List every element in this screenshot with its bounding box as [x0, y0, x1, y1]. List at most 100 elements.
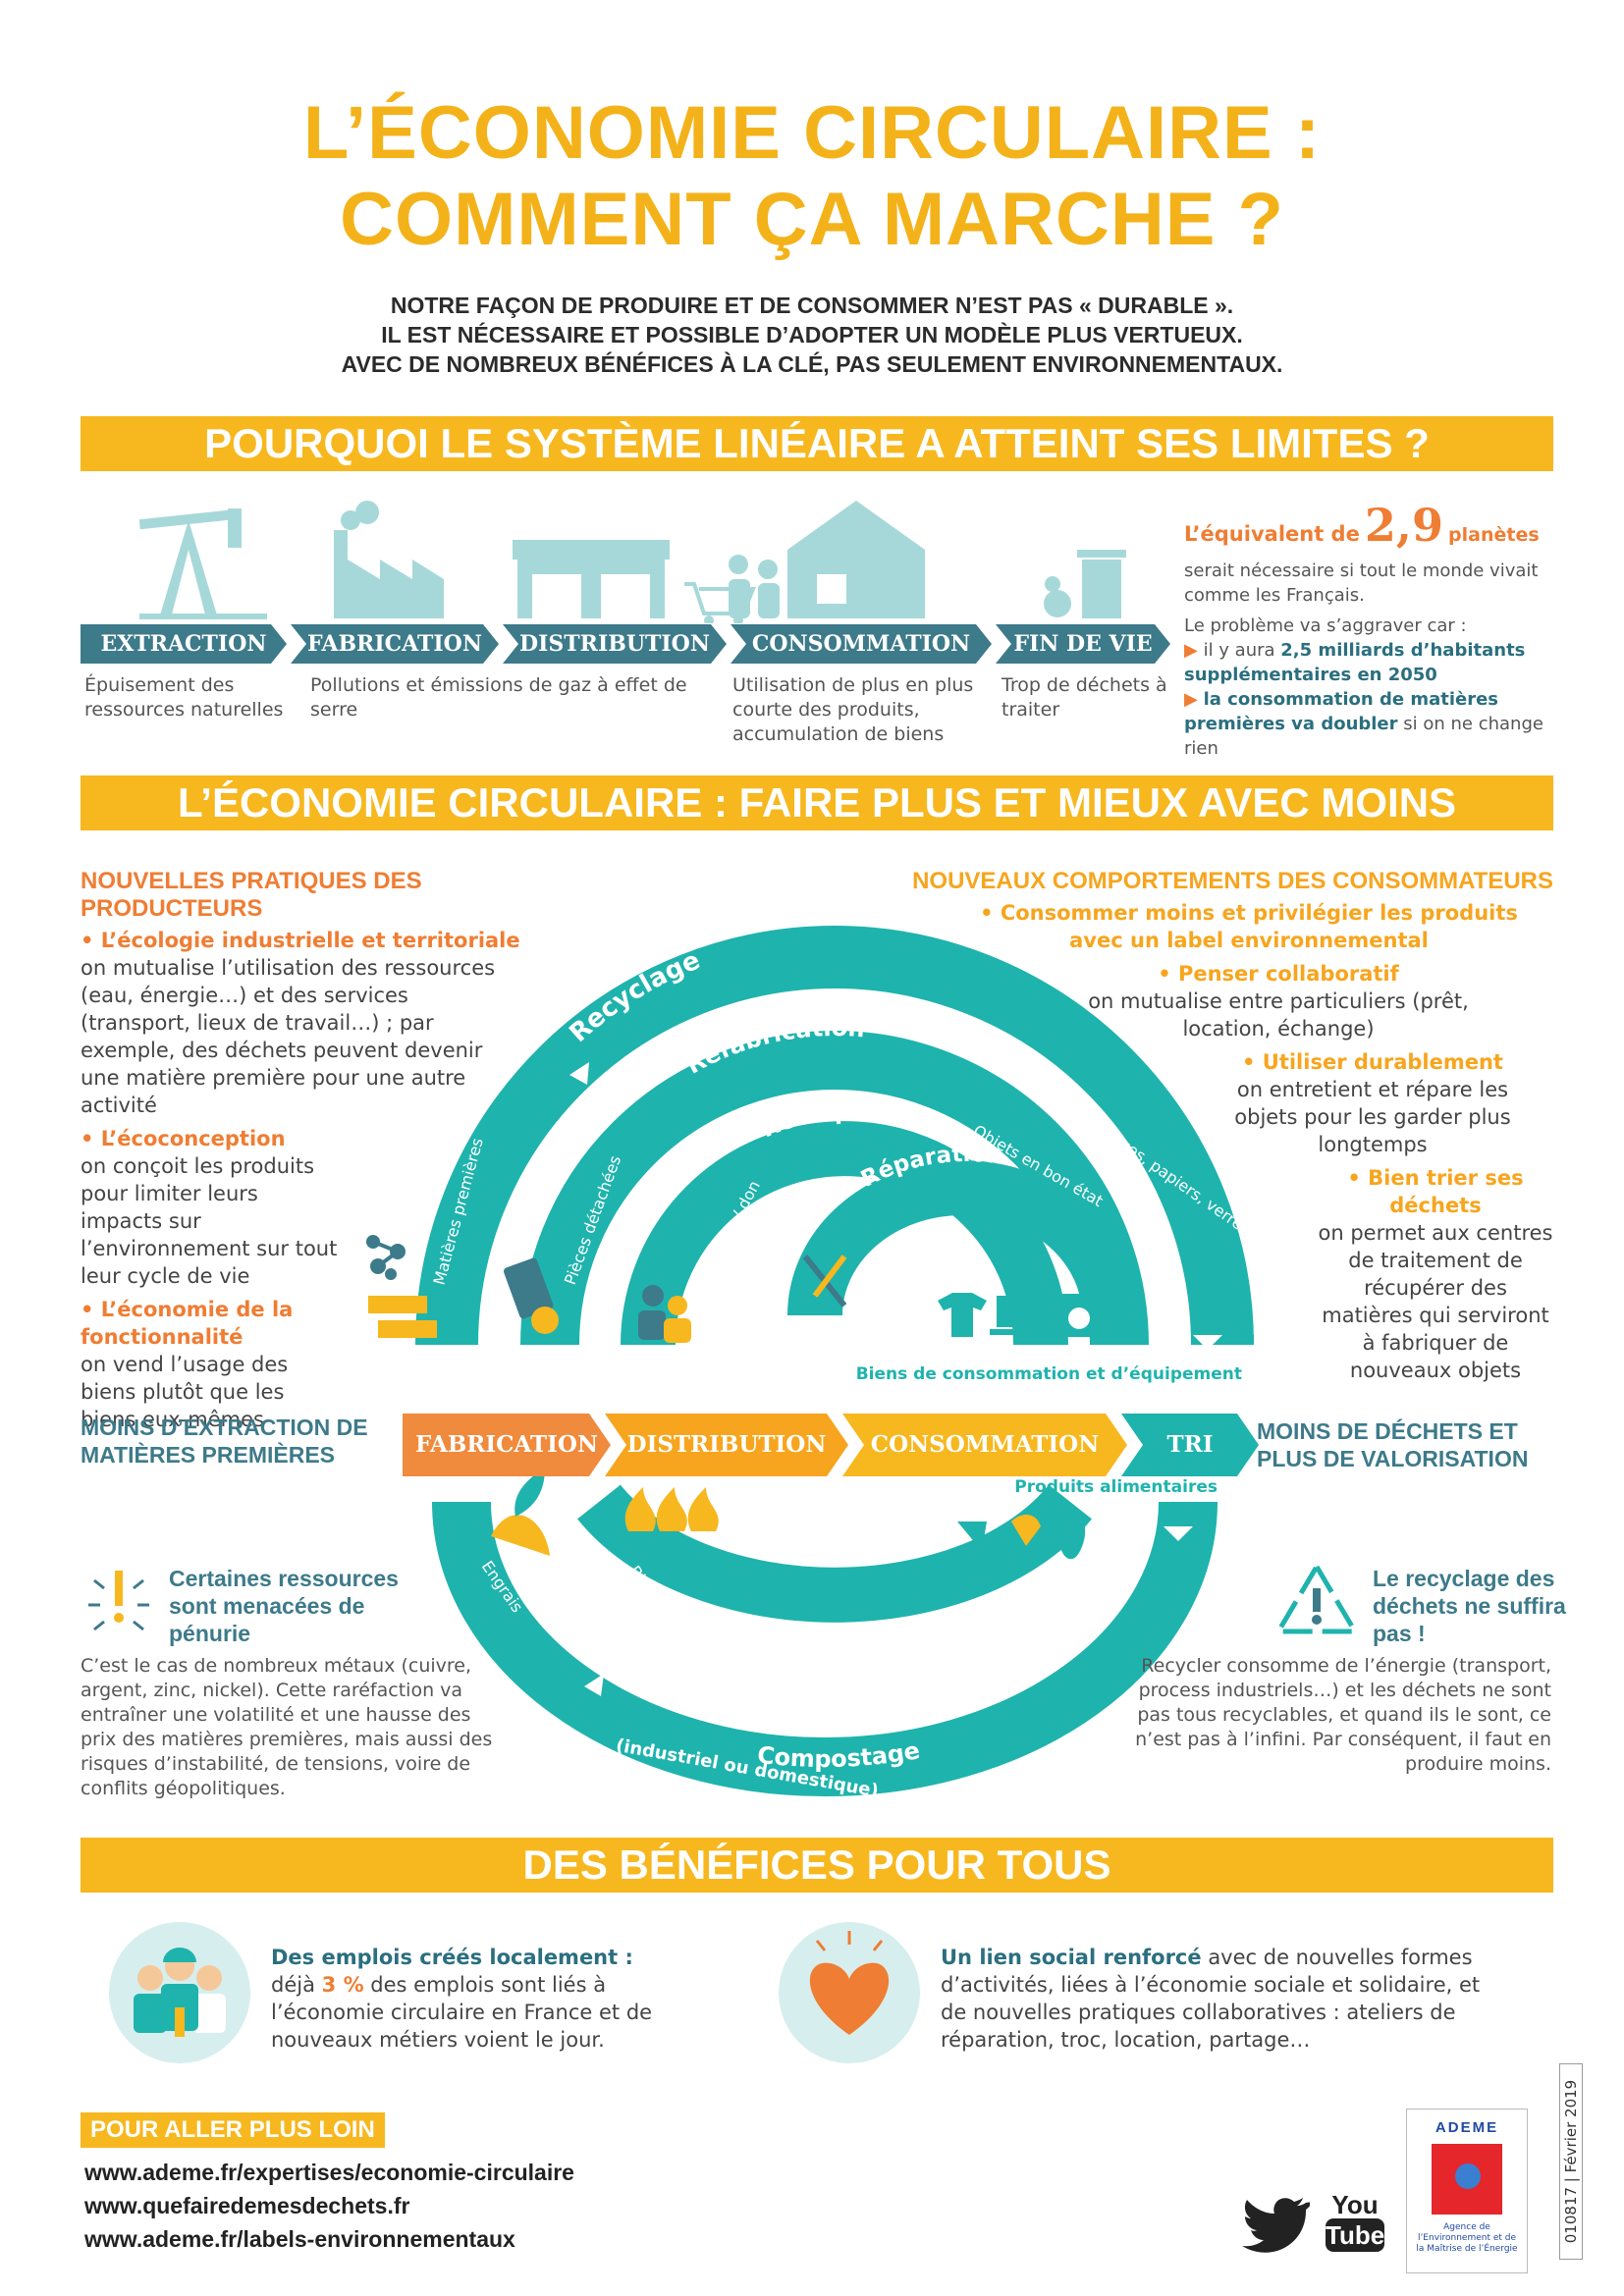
- step-extraction-desc: Épuisement des ressources naturelles: [84, 674, 284, 721]
- benefit-jobs: Des emplois créés localement : déjà 3 % …: [271, 1946, 653, 2052]
- consumer-item-4-title: Bien trier ses déchets: [1368, 1166, 1524, 1217]
- youtube-icon[interactable]: You Tube: [1326, 2190, 1385, 2252]
- flow-fabrication: FABRICATION: [403, 1414, 611, 1476]
- step-fabrication: FABRICATION: [291, 624, 499, 664]
- consumer-item-2-title: Penser collaboratif: [1177, 962, 1399, 986]
- heart-icon: [779, 1922, 920, 2063]
- step-extraction: EXTRACTION: [81, 624, 287, 664]
- section-band-linear: POURQUOI LE SYSTÈME LINÉAIRE A ATTEINT S…: [81, 416, 1553, 471]
- link-economie-circulaire[interactable]: www.ademe.fr/expertises/economie-circula…: [84, 2160, 574, 2185]
- right-label: MOINS DE DÉCHETS ET PLUS DE VALORISATION: [1257, 1418, 1529, 1471]
- consumers-column: NOUVEAUX COMPORTEMENTS DES CONSOMMATEURS…: [893, 868, 1553, 1384]
- people-icon: [638, 1285, 691, 1343]
- oil-pump-icon: [138, 508, 267, 619]
- page-title-line1: L’ÉCONOMIE CIRCULAIRE :: [302, 91, 1322, 175]
- molecule-icon: [366, 1235, 406, 1280]
- intro-line2: IL EST NÉCESSAIRE ET POSSIBLE D’ADOPTER …: [381, 322, 1243, 347]
- planet-text: serait nécessaire si tout le monde vivai…: [1184, 561, 1539, 606]
- arrow-icon: ▶: [1184, 689, 1198, 710]
- arrow-icon: ▶: [1184, 640, 1198, 661]
- flow-consommation: CONSOMMATION: [842, 1414, 1127, 1476]
- step-consommation: CONSOMMATION: [731, 624, 992, 664]
- arrow-left-icon: [687, 1129, 707, 1150]
- arc-reparation: [787, 1160, 1137, 1316]
- producers-heading: NOUVELLES PRATIQUES DES PRODUCTEURS: [81, 868, 422, 922]
- producer-item-1-title: L’écologie industrielle et territoriale: [100, 929, 520, 952]
- step-distribution: DISTRIBUTION: [503, 624, 727, 664]
- step-fabrication-desc: Pollutions et émissions de gaz à effet d…: [310, 674, 687, 721]
- family-house-icon: [729, 501, 925, 618]
- producer-item-2-text: on conçoit les produits pour limiter leu…: [81, 1154, 338, 1288]
- diagram-icons: [366, 1235, 1098, 1560]
- link-quefairedemesdechets[interactable]: www.quefairedemesdechets.fr: [84, 2193, 410, 2218]
- step-fin-de-vie-desc: Trop de déchets à traiter: [1001, 674, 1167, 721]
- right-note-text: Recycler consomme de l’énergie (transpor…: [1135, 1655, 1551, 1775]
- right-note-title: Le recyclage des déchets ne suffira pas …: [1373, 1566, 1566, 1646]
- arrow-down-icon: [1164, 1526, 1193, 1541]
- goods-icon: [938, 1293, 1098, 1337]
- ademe-logo-mark: [1432, 2144, 1502, 2215]
- arrow-left-icon: [707, 1620, 727, 1641]
- consumer-item-1-title: Consommer moins et privilégier les produ…: [1000, 901, 1518, 952]
- step-fin-de-vie: FIN DE VIE: [996, 624, 1170, 664]
- twitter-icon[interactable]: [1239, 2195, 1310, 2254]
- phone-parts-icon: [503, 1257, 559, 1334]
- left-note-text: C’est le cas de nombreux métaux (cuivre,…: [81, 1655, 493, 1799]
- arc-reemploi: [621, 1121, 1068, 1346]
- arrow-left-icon: [569, 1062, 589, 1085]
- section-band-circular: L’ÉCONOMIE CIRCULAIRE : FAIRE PLUS ET MI…: [81, 775, 1553, 830]
- arc-compostage: [432, 1501, 1218, 1796]
- ref-code: 010817 | Février 2019: [1551, 2061, 1591, 2277]
- left-label: MOINS D’EXTRACTION DE MATIÈRES PREMIÈRES: [81, 1415, 368, 1468]
- flow-tri: TRI: [1121, 1414, 1259, 1476]
- consumers-heading: NOUVEAUX COMPORTEMENTS DES CONSOMMATEURS: [912, 868, 1553, 894]
- problem-bullet-1: ▶ il y aura 2,5 milliards d’habitants su…: [1184, 640, 1526, 685]
- planet-stat: L’équivalent de 2,9 planètes serait néce…: [1184, 503, 1557, 761]
- shop-icon: [513, 540, 756, 623]
- more-label: POUR ALLER PLUS LOIN: [81, 2112, 385, 2148]
- alert-icon: [88, 1571, 149, 1631]
- consumer-item-3-text: on entretient et répare les objets pour …: [1234, 1078, 1511, 1156]
- arc-recyclage: [415, 926, 1254, 1346]
- producer-item-1-text: on mutualise l’utilisation des ressource…: [81, 956, 496, 1117]
- intro-line1: NOTRE FAÇON DE PRODUIRE ET DE CONSOMMER …: [390, 293, 1234, 318]
- tools-icon: [802, 1255, 847, 1308]
- arc-label-methanisation: Méthanisation: [758, 1671, 949, 1714]
- gold-bars-icon: [368, 1296, 437, 1338]
- planet-number: 2,9: [1364, 499, 1443, 552]
- benefit-social: Un lien social renforcé avec de nouvelle…: [941, 1946, 1481, 2052]
- arc-methanisation: [577, 1484, 1092, 1623]
- producers-column: NOUVELLES PRATIQUES DES PRODUCTEURS • L’…: [81, 868, 532, 1433]
- planet-unit: planètes: [1448, 524, 1540, 546]
- svg-text:Méthanisation: Méthanisation: [758, 1671, 949, 1714]
- linear-icons: [138, 501, 1126, 623]
- producer-item-2-title: L’écoconception: [100, 1127, 286, 1150]
- intro-line3: AVEC DE NOMBREUX BÉNÉFICES À LA CLÉ, PAS…: [341, 351, 1283, 377]
- food-waste-icon: [957, 1512, 1086, 1560]
- arrow-left-icon: [584, 1674, 604, 1696]
- flow-distribution: DISTRIBUTION: [605, 1414, 848, 1476]
- produits-label: Produits alimentaires: [1014, 1477, 1218, 1497]
- workers-icon: [109, 1922, 250, 2063]
- ademe-logo: ADEME Agence de l’Environnement et de la…: [1406, 2109, 1528, 2273]
- step-consommation-desc: Utilisation de plus en plus courte des p…: [732, 674, 974, 745]
- link-labels-environnementaux[interactable]: www.ademe.fr/labels-environnementaux: [84, 2226, 515, 2252]
- trash-bin-icon: [1044, 550, 1126, 618]
- producer-item-3-text: on vend l’usage des biens plutôt que les…: [81, 1353, 289, 1431]
- factory-icon: [334, 501, 444, 618]
- left-note-title: Certaines ressources sont menacées de pé…: [169, 1566, 399, 1646]
- section-band-benefits: DES BÉNÉFICES POUR TOUS: [81, 1838, 1553, 1893]
- consumer-item-4-text: on permet aux centres de traitement de r…: [1318, 1221, 1553, 1382]
- consumer-item-3-title: Utiliser durablement: [1262, 1050, 1503, 1074]
- planet-prefix: L’équivalent de: [1184, 522, 1360, 546]
- biens-label: Biens de consommation et d’équipement: [856, 1364, 1242, 1384]
- consumer-item-2-text: on mutualise entre particuliers (prêt, l…: [1088, 989, 1469, 1041]
- problem-text: Le problème va s’aggraver car :: [1184, 615, 1467, 636]
- seedling-icon: [491, 1468, 550, 1556]
- recycle-alert-icon: [1273, 1562, 1360, 1634]
- page-title-line2: COMMENT ÇA MARCHE ?: [340, 178, 1284, 261]
- arrow-down-icon: [1193, 1335, 1222, 1350]
- producer-item-3-title: L’économie de la fonctionnalité: [81, 1298, 294, 1349]
- problem-bullet-2: ▶ la consommation de matières premières …: [1184, 689, 1543, 759]
